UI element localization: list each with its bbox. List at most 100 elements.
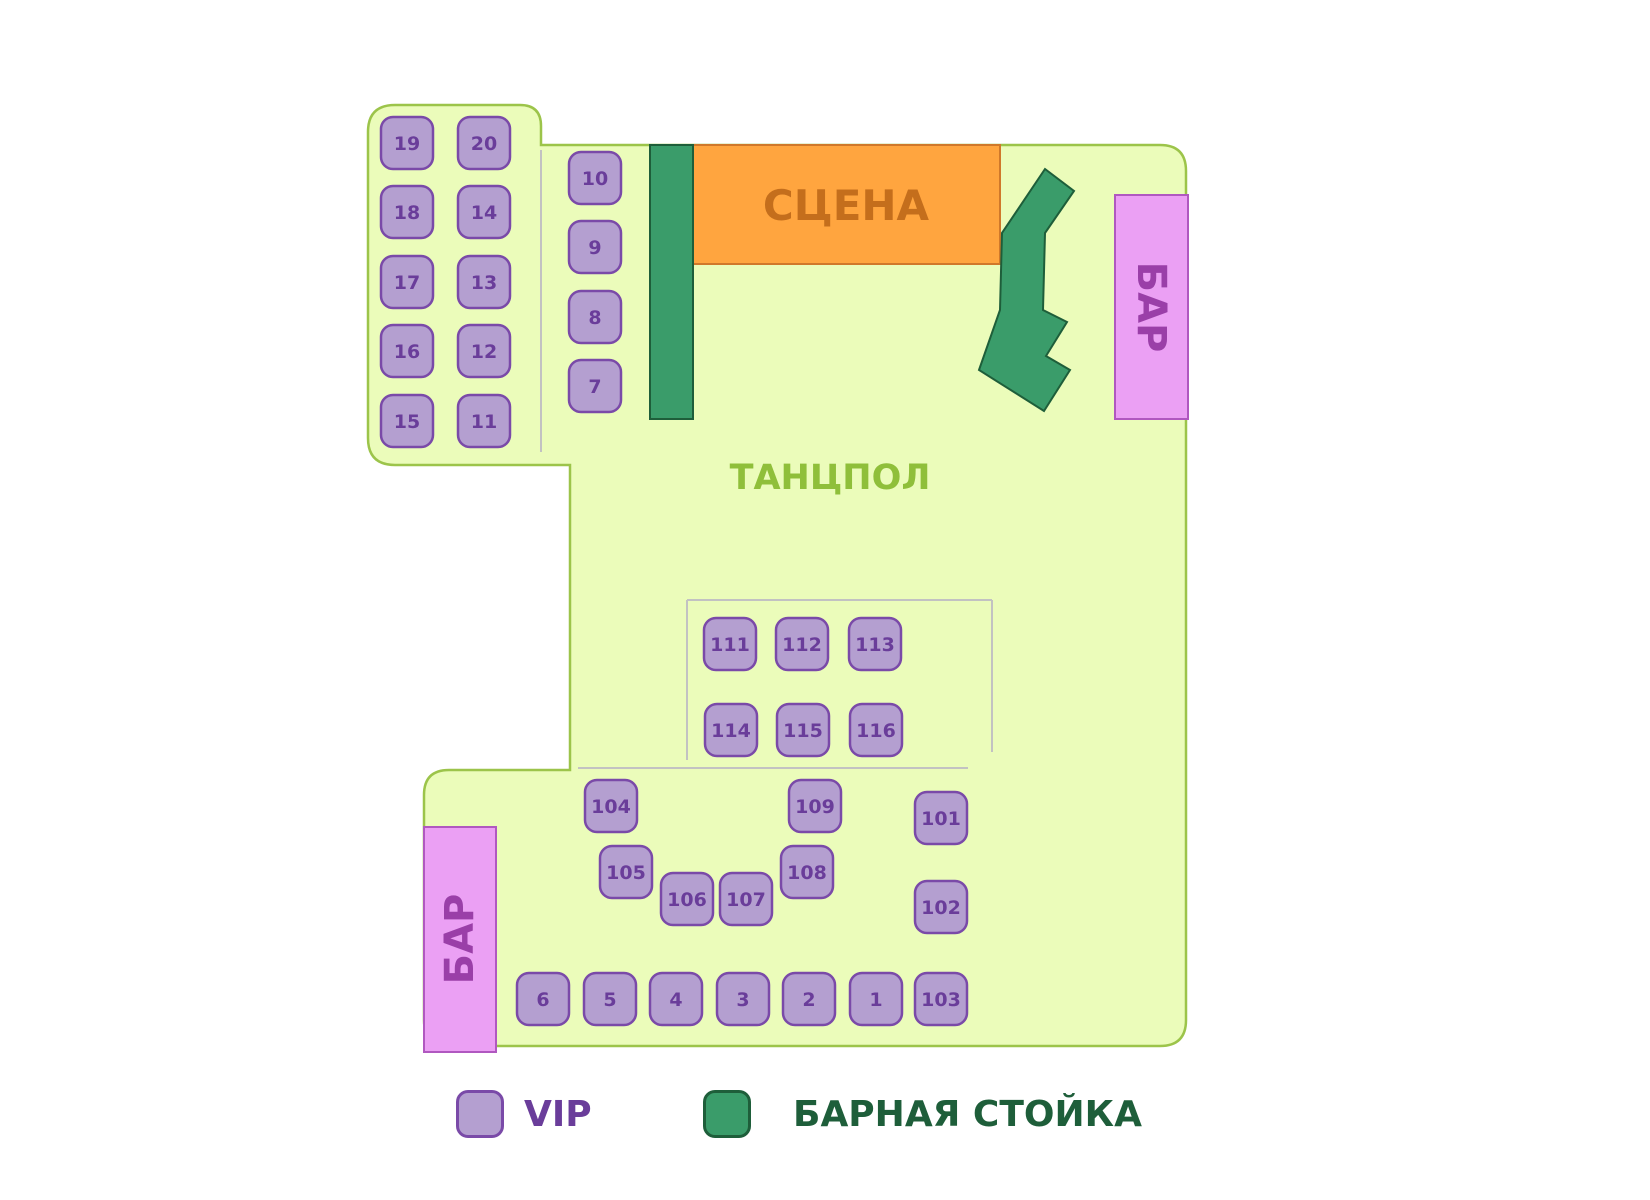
table-number: 5 <box>603 989 616 1011</box>
vip-table-1[interactable]: 1 <box>848 971 904 1027</box>
table-number: 115 <box>783 720 823 742</box>
vip-table-107[interactable]: 107 <box>718 871 774 927</box>
table-box[interactable] <box>379 254 435 310</box>
vip-table-13[interactable]: 13 <box>456 254 512 310</box>
table-box[interactable] <box>379 323 435 379</box>
vip-table-108[interactable]: 108 <box>779 844 835 900</box>
vip-table-17[interactable]: 17 <box>379 254 435 310</box>
vip-table-4[interactable]: 4 <box>648 971 704 1027</box>
table-box[interactable] <box>775 702 831 758</box>
vip-table-105[interactable]: 105 <box>598 844 654 900</box>
vip-table-16[interactable]: 16 <box>379 323 435 379</box>
table-number: 6 <box>536 989 549 1011</box>
vip-table-7[interactable]: 7 <box>567 358 623 414</box>
table-box[interactable] <box>567 358 623 414</box>
vip-table-104[interactable]: 104 <box>583 778 639 834</box>
stage: СЦЕНА <box>692 144 1001 265</box>
table-number: 9 <box>588 237 601 259</box>
table-number: 15 <box>394 411 420 433</box>
table-box[interactable] <box>567 219 623 275</box>
vip-table-114[interactable]: 114 <box>703 702 759 758</box>
table-box[interactable] <box>913 971 969 1027</box>
vip-table-112[interactable]: 112 <box>774 616 830 672</box>
table-box[interactable] <box>379 184 435 240</box>
table-box[interactable] <box>847 616 903 672</box>
table-number: 102 <box>921 897 961 919</box>
table-box[interactable] <box>715 971 771 1027</box>
table-box[interactable] <box>848 702 904 758</box>
table-box[interactable] <box>456 254 512 310</box>
table-number: 106 <box>667 889 707 911</box>
table-box[interactable] <box>582 971 638 1027</box>
table-box[interactable] <box>567 289 623 345</box>
table-box[interactable] <box>567 150 623 206</box>
table-number: 7 <box>588 376 601 398</box>
table-number: 108 <box>787 862 827 884</box>
vip-table-2[interactable]: 2 <box>781 971 837 1027</box>
vip-table-15[interactable]: 15 <box>379 393 435 449</box>
table-box[interactable] <box>379 393 435 449</box>
bar-left: БАР <box>423 826 497 1053</box>
table-box[interactable] <box>583 778 639 834</box>
table-box[interactable] <box>456 393 512 449</box>
table-box[interactable] <box>515 971 571 1027</box>
vip-table-3[interactable]: 3 <box>715 971 771 1027</box>
vip-table-19[interactable]: 19 <box>379 115 435 171</box>
bar-right-label: БАР <box>1128 262 1174 353</box>
dance-floor-label: ТАНЦПОЛ <box>730 458 931 498</box>
table-box[interactable] <box>598 844 654 900</box>
vip-table-12[interactable]: 12 <box>456 323 512 379</box>
table-number: 17 <box>394 272 420 294</box>
table-box[interactable] <box>659 871 715 927</box>
table-box[interactable] <box>379 115 435 171</box>
vip-table-11[interactable]: 11 <box>456 393 512 449</box>
vip-table-14[interactable]: 14 <box>456 184 512 240</box>
table-box[interactable] <box>456 323 512 379</box>
vip-table-103[interactable]: 103 <box>913 971 969 1027</box>
table-number: 20 <box>471 133 497 155</box>
vip-table-6[interactable]: 6 <box>515 971 571 1027</box>
table-number: 12 <box>471 341 497 363</box>
table-number: 16 <box>394 341 420 363</box>
table-box[interactable] <box>774 616 830 672</box>
vip-table-20[interactable]: 20 <box>456 115 512 171</box>
vip-table-111[interactable]: 111 <box>702 616 758 672</box>
table-box[interactable] <box>702 616 758 672</box>
vip-table-102[interactable]: 102 <box>913 879 969 935</box>
bar-right: БАР <box>1114 194 1189 420</box>
table-box[interactable] <box>779 844 835 900</box>
table-box[interactable] <box>913 879 969 935</box>
table-box[interactable] <box>703 702 759 758</box>
table-number: 114 <box>711 720 751 742</box>
table-number: 112 <box>782 634 822 656</box>
vip-table-10[interactable]: 10 <box>567 150 623 206</box>
vip-table-18[interactable]: 18 <box>379 184 435 240</box>
vip-table-5[interactable]: 5 <box>582 971 638 1027</box>
vip-table-116[interactable]: 116 <box>848 702 904 758</box>
table-number: 116 <box>856 720 896 742</box>
table-box[interactable] <box>456 115 512 171</box>
table-box[interactable] <box>913 790 969 846</box>
table-box[interactable] <box>648 971 704 1027</box>
vip-table-8[interactable]: 8 <box>567 289 623 345</box>
legend-bar-counter: БАРНАЯ СТОЙКА <box>703 1090 1142 1138</box>
vip-table-113[interactable]: 113 <box>847 616 903 672</box>
table-box[interactable] <box>456 184 512 240</box>
table-box[interactable] <box>781 971 837 1027</box>
bar-counter-legend-label: БАРНАЯ СТОЙКА <box>793 1093 1142 1135</box>
table-box[interactable] <box>787 778 843 834</box>
table-number: 11 <box>471 411 497 433</box>
table-box[interactable] <box>718 871 774 927</box>
vip-table-106[interactable]: 106 <box>659 871 715 927</box>
vip-table-109[interactable]: 109 <box>787 778 843 834</box>
table-number: 19 <box>394 133 420 155</box>
table-number: 3 <box>736 989 749 1011</box>
table-number: 104 <box>591 796 631 818</box>
vip-table-101[interactable]: 101 <box>913 790 969 846</box>
vip-table-115[interactable]: 115 <box>775 702 831 758</box>
vip-table-9[interactable]: 9 <box>567 219 623 275</box>
table-number: 107 <box>726 889 766 911</box>
section-dividers <box>540 150 993 769</box>
table-box[interactable] <box>848 971 904 1027</box>
